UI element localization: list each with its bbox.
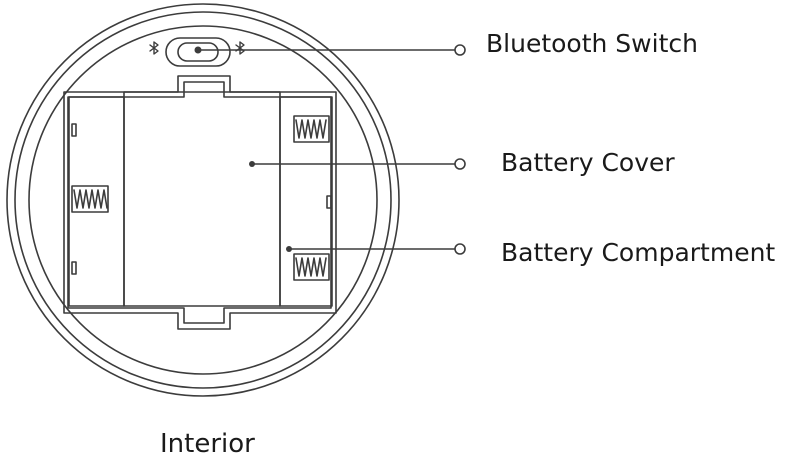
bluetooth-icon [235,41,245,55]
spring-icon [293,115,330,143]
inner-rim [28,25,378,375]
diagram-caption: Interior [160,429,255,459]
battery-compartment [63,75,337,330]
bluetooth-switch [165,37,231,67]
spring-icon [293,253,330,281]
battery-cover [123,91,281,307]
label-bluetooth-switch: Bluetooth Switch [486,29,698,58]
outer-ring-inner [14,11,392,389]
spring-icon [71,185,109,213]
label-battery-compartment: Battery Compartment [501,238,776,267]
leader-end-bluetooth [454,44,466,56]
bluetooth-switch-knob [177,42,219,62]
leader-end-cover [454,158,466,170]
leader-end-compartment [454,243,466,255]
label-battery-cover: Battery Cover [501,148,675,177]
bluetooth-icon [149,41,159,55]
outer-ring [6,3,400,397]
